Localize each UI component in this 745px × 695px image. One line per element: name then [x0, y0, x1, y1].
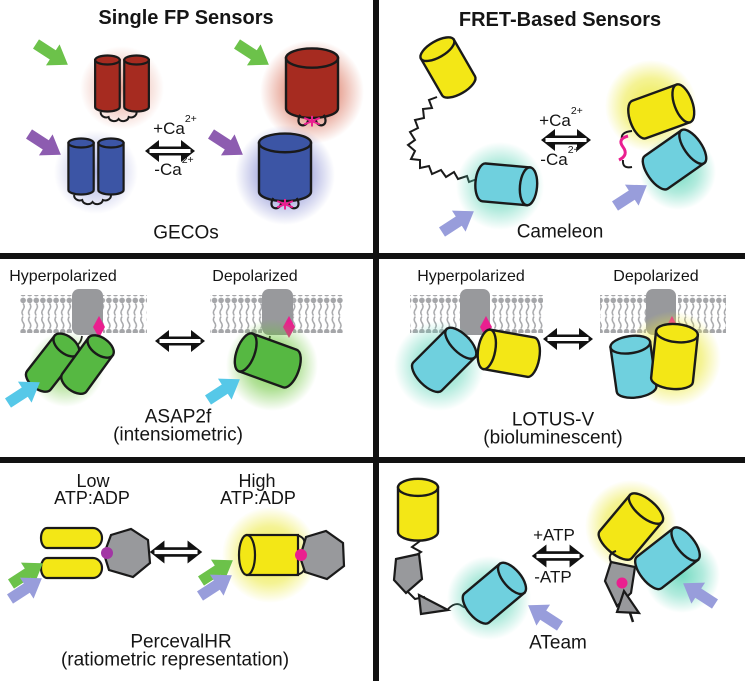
reaction-reverse-label: -Ca2+: [154, 154, 194, 179]
panel-caption-cameleon: Cameleon: [516, 221, 604, 243]
calmodulin-squiggle: [618, 134, 629, 162]
membrane: [103, 295, 147, 333]
divider-vertical: [373, 0, 379, 681]
panel-caption-percevalhr: PercevalHR: [130, 631, 232, 653]
state-label-atp-adp: ATP:ADP: [54, 488, 130, 508]
linker-chain: [628, 612, 635, 623]
panel-caption-ateam: ATeam: [529, 632, 587, 654]
reaction-forward-label: +Ca2+: [539, 105, 583, 130]
equilibrium-arrow-icon: [543, 328, 593, 350]
divider-horizontal-2: [0, 457, 745, 463]
state-label-hyperpolarized: Hyperpolarized: [417, 268, 525, 285]
state-label-depolarized: Depolarized: [212, 268, 298, 285]
reaction-reverse-label: -Ca2+: [540, 144, 580, 169]
cfp-cylinder: [472, 161, 540, 208]
panel-lotus-v: [394, 289, 726, 411]
chromophore-dot: [616, 577, 628, 589]
epsilon-subunit: [615, 588, 642, 615]
chromophore-dot: [101, 547, 113, 559]
membrane: [20, 295, 72, 333]
equilibrium-arrow-icon: [155, 330, 205, 352]
panel-percevalhr: [3, 507, 346, 610]
blue-fp-cylinder: [257, 131, 313, 203]
yfp-cylinder: [396, 477, 440, 542]
panel-asap2f: [1, 289, 343, 414]
panel-caption-lotus-v: LOTUS-V: [511, 409, 595, 431]
column-title-fret: FRET-Based Sensors: [458, 9, 662, 31]
panel-subcaption-asap2f: (intensiometric): [113, 424, 243, 446]
linker-chain: [406, 96, 478, 184]
panel-caption-gecos: GECOs: [153, 222, 219, 244]
split-fp-half: [39, 556, 104, 580]
yfp-cylinder: [648, 320, 701, 393]
equilibrium-arrow-icon: [149, 540, 203, 564]
panel-subcaption-percevalhr: (ratiometric representation): [60, 649, 290, 671]
split-fp-half: [39, 526, 104, 550]
panel-fret-cameleon: [406, 31, 716, 243]
chromophore-dot: [295, 549, 307, 561]
state-label-low: Low: [76, 471, 110, 491]
panel-ateam: [392, 477, 722, 640]
state-label-atp-adp: ATP:ADP: [220, 488, 296, 508]
panel-caption-asap2f: ASAP2f: [144, 406, 212, 428]
glow-red-faint: [80, 46, 164, 130]
panel-single-fp-gecos: [22, 33, 364, 225]
reaction-reverse-label: -ATP: [534, 567, 572, 587]
sensing-domain: [298, 529, 346, 581]
membrane: [293, 295, 343, 333]
fp-cylinder-cap: [237, 533, 257, 577]
panel-subcaption-lotus-v: (bioluminescent): [483, 427, 623, 449]
equilibrium-arrow-icon: [541, 129, 591, 151]
state-label-hyperpolarized: Hyperpolarized: [9, 268, 117, 285]
excitation-arrow-green-icon: [29, 33, 75, 76]
voltage-sensor-diamond: [93, 316, 105, 338]
state-label-high: High: [238, 471, 276, 491]
membrane: [491, 295, 543, 333]
red-fp-cylinder: [284, 46, 340, 120]
yfp-cylinder: [473, 327, 544, 380]
equilibrium-arrow-icon: [531, 544, 585, 568]
linker-chain: [608, 550, 617, 563]
divider-horizontal-1: [0, 253, 745, 259]
reaction-forward-label: +Ca2+: [153, 113, 197, 138]
epsilon-subunit: [417, 593, 452, 616]
state-label-depolarized: Depolarized: [613, 268, 699, 285]
glow-blue-faint: [54, 130, 138, 214]
sensing-domain: [102, 527, 152, 579]
yfp-cylinder: [415, 31, 481, 104]
luciferase-cyan-cylinder: [608, 332, 659, 402]
column-title-single-fp: Single FP Sensors: [98, 7, 274, 29]
epsilon-subunit: [392, 552, 424, 595]
reaction-forward-label: +ATP: [533, 525, 575, 545]
